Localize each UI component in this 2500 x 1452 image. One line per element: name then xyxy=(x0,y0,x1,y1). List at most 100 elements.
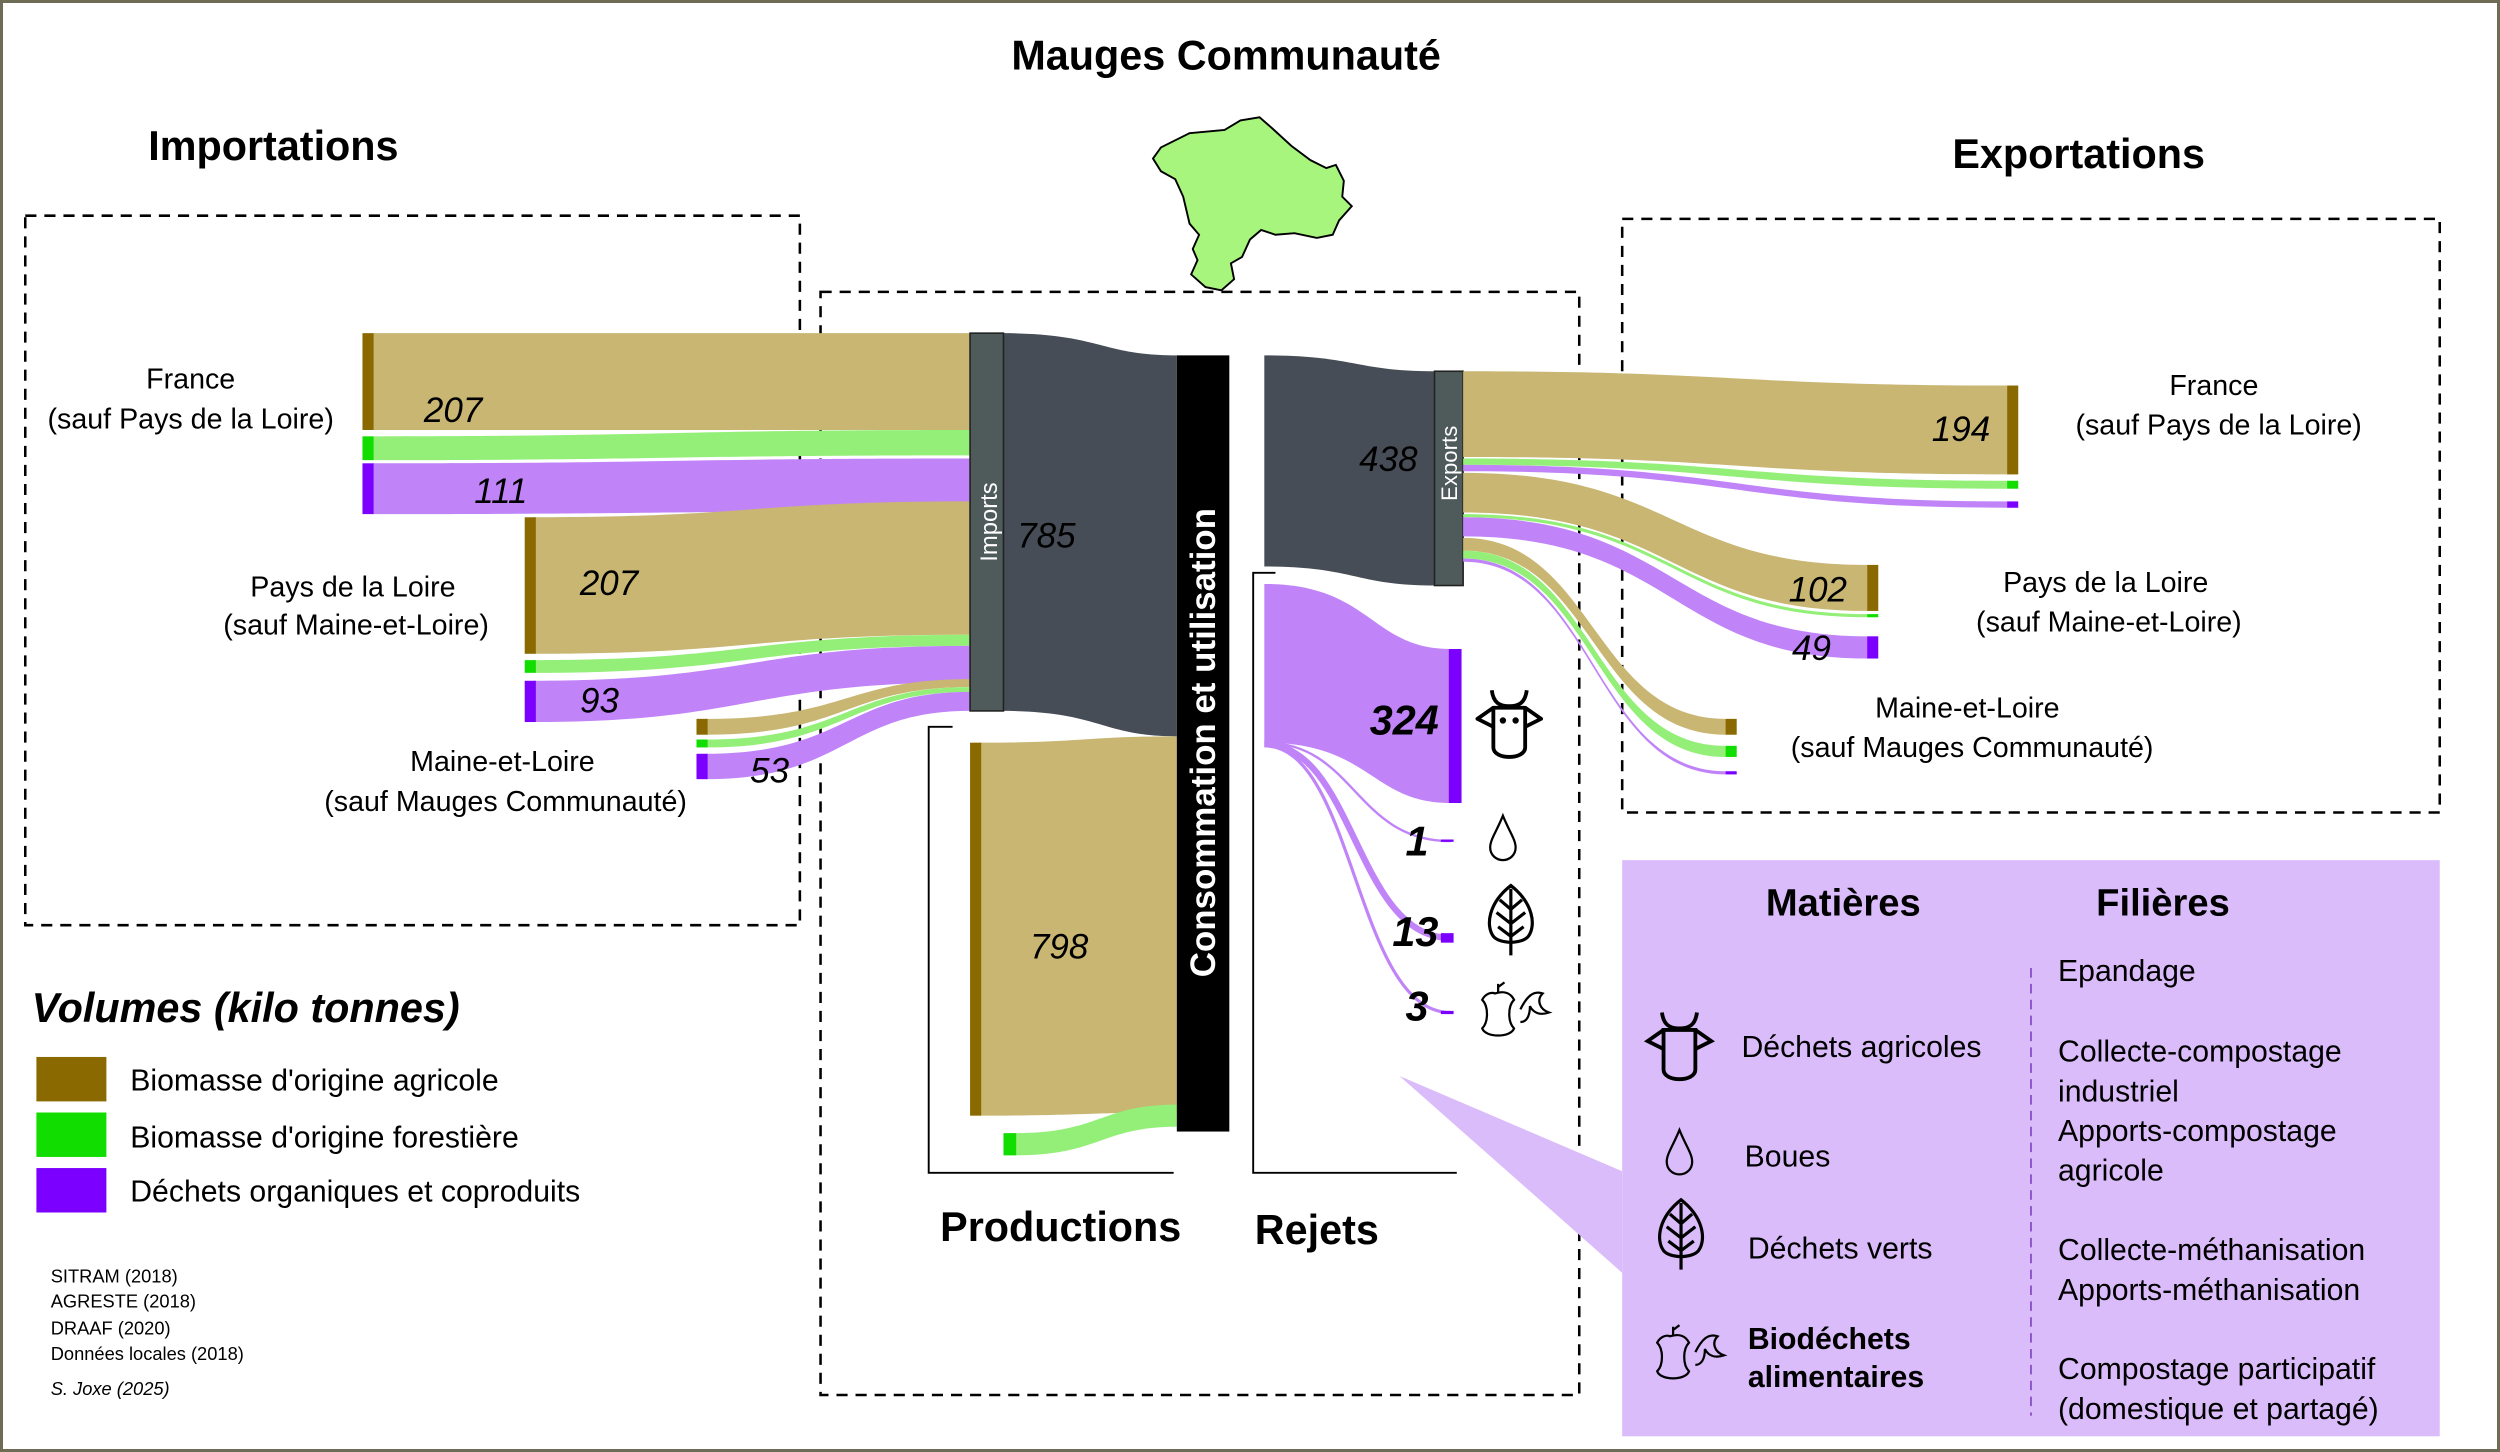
cow-icon xyxy=(1643,1012,1715,1082)
flow-export-france-agricole xyxy=(1463,371,2008,475)
node-rejet-biodechets xyxy=(1440,1010,1454,1015)
callout-wedge xyxy=(1399,1075,1623,1273)
node-export-pdl-forest xyxy=(1867,614,1879,618)
territory-map-icon xyxy=(1151,116,1354,292)
node-productions-forest xyxy=(1003,1133,1017,1156)
export-flows xyxy=(1463,371,2019,775)
rejets-flows xyxy=(1264,583,1462,1015)
legend-swatch-dechets xyxy=(36,1168,107,1213)
node-export-mel-forest xyxy=(1725,745,1737,757)
matiere-boues: Boues xyxy=(1745,1140,1831,1173)
filieres-title: Filières xyxy=(2096,882,2230,925)
matiere-dechets-verts: Déchets verts xyxy=(1748,1233,1933,1266)
flow-import-pdl-agricole xyxy=(534,501,971,654)
imports-node xyxy=(969,332,1005,712)
productions-label: Productions xyxy=(940,1204,1181,1250)
apple-core-icon xyxy=(1655,1324,1728,1380)
leaf-icon xyxy=(1487,883,1534,956)
filieres-legend-box: Matières Filières Déchets agricoles Boue… xyxy=(1622,860,2440,1437)
flow-export-france-forest xyxy=(1463,458,2008,489)
import-flows xyxy=(362,333,971,780)
source-sitram: SITRAM (2018) xyxy=(51,1265,178,1286)
node-pdl-forest xyxy=(524,660,536,673)
export-mel-subname: (sauf Mauges Communauté) xyxy=(1791,732,2154,764)
leaf-icon xyxy=(1658,1197,1705,1270)
drop-icon xyxy=(1665,1126,1694,1176)
flow-import-france-forest xyxy=(372,429,971,461)
legend-swatch-agricole xyxy=(36,1056,107,1102)
flow-export-mel-agricole xyxy=(1463,537,1726,735)
flow-export-pdl-agricole xyxy=(1463,472,1868,611)
apple-core-icon xyxy=(1480,981,1553,1037)
matieres-title: Matières xyxy=(1766,882,1921,925)
flow-import-pdl-forest xyxy=(534,634,971,673)
export-france-subname: (sauf Pays de la Loire) xyxy=(2075,410,2361,442)
flow-productions-forest xyxy=(1014,1104,1177,1156)
exports-node xyxy=(1433,370,1464,587)
value-rejet-boues: 1 xyxy=(1406,818,1429,864)
value-exports-total: 438 xyxy=(1359,440,1418,479)
node-france-dechets xyxy=(362,463,374,515)
value-productions-total: 798 xyxy=(1030,928,1089,967)
node-france-forest xyxy=(362,436,374,461)
node-export-france-dechets xyxy=(2007,501,2019,508)
node-export-mel-dechets xyxy=(1725,771,1737,775)
flow-export-mel-dechets xyxy=(1463,558,1726,775)
author-credit: S. Joxe (2025) xyxy=(51,1378,170,1399)
productions-bracket xyxy=(927,725,1174,1174)
territory-box xyxy=(819,290,1581,1397)
node-productions-agricole xyxy=(970,742,982,1116)
value-rejet-verts: 13 xyxy=(1392,909,1438,955)
filiere-collecte-methanisation: Collecte-méthanisation xyxy=(2058,1234,2365,1267)
legend-label-agricole: Biomasse d'origine agricole xyxy=(130,1064,498,1097)
main-title: Mauges Communauté xyxy=(1011,33,1441,79)
node-pdl-dechets xyxy=(524,680,536,723)
matiere-dechets-agricoles: Déchets agricoles xyxy=(1741,1031,1981,1064)
flow-rejet-verts xyxy=(1264,741,1451,942)
rejets-label: Rejets xyxy=(1255,1207,1379,1253)
imports-node-label: Imports xyxy=(976,482,1003,561)
import-france-name: France xyxy=(146,364,235,396)
export-pdl-subname: (sauf Maine-et-Loire) xyxy=(1976,607,2242,639)
value-export-france-agricole: 194 xyxy=(1932,410,1990,449)
flow-import-mel-agricole xyxy=(706,679,971,735)
import-france-subname: (sauf Pays de la Loire) xyxy=(47,403,333,435)
matiere-biodechets-line1: Biodéchets xyxy=(1748,1323,1911,1356)
value-import-mel-dechets: 53 xyxy=(750,751,789,790)
filiere-compostage-participatif-2: (domestique et partagé) xyxy=(2058,1393,2379,1426)
node-rejet-boues xyxy=(1440,839,1454,842)
value-rejet-biodechets: 3 xyxy=(1406,983,1429,1029)
node-export-france-agricole xyxy=(2007,385,2019,475)
flow-import-mel-forest xyxy=(706,687,971,748)
import-mel-name: Maine-et-Loire xyxy=(410,746,595,778)
flow-import-france-dechets xyxy=(372,458,971,515)
source-draaf: DRAAF (2020) xyxy=(51,1318,171,1339)
value-export-pdl-agricole: 102 xyxy=(1789,570,1847,609)
legend-title: Volumes (kilo tonnes) xyxy=(32,985,460,1031)
filiere-collecte-compostage: Collecte-compostage xyxy=(2058,1036,2342,1069)
consumption-node-label: Consommation et utilisation xyxy=(1184,508,1223,977)
flow-rejet-biodechets xyxy=(1264,744,1451,1015)
flow-import-france-agricole xyxy=(372,333,971,430)
legend-label-forestiere: Biomasse d'origine forestière xyxy=(130,1121,519,1154)
drop-icon xyxy=(1489,812,1517,862)
rejets-bracket xyxy=(1252,571,1457,1174)
node-rejet-verts xyxy=(1440,933,1454,943)
exports-title: Exportations xyxy=(1952,131,2205,177)
legend-swatch-forestiere xyxy=(36,1112,107,1157)
matiere-biodechets-line2: alimentaires xyxy=(1748,1361,1924,1394)
node-export-mel-agricole xyxy=(1725,718,1737,735)
filiere-apports-compostage: Apports-compostage xyxy=(2058,1115,2337,1148)
cow-icon xyxy=(1475,689,1543,759)
flow-import-mel-dechets xyxy=(706,691,971,780)
node-rejet-agricole xyxy=(1448,649,1462,803)
imports-title: Importations xyxy=(148,123,398,169)
flow-export-mel-forest xyxy=(1463,550,1726,757)
filiere-apports-compostage-2: agricole xyxy=(2058,1155,2164,1188)
flow-rejet-boues xyxy=(1264,741,1451,843)
filiere-collecte-compostage-2: industriel xyxy=(2058,1075,2179,1108)
node-mel-forest xyxy=(696,739,708,748)
value-imports-total: 785 xyxy=(1017,516,1076,555)
legend-label-dechets: Déchets organiques et coproduits xyxy=(130,1175,580,1208)
value-import-pdl-agricole: 207 xyxy=(579,564,640,603)
